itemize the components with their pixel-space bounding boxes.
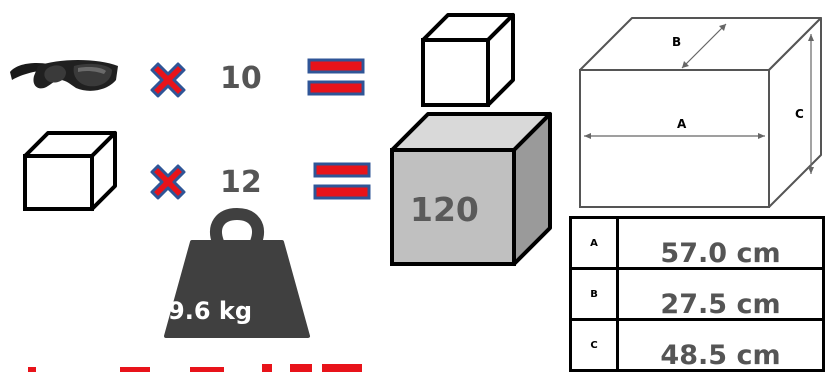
equals-icon <box>307 58 365 96</box>
multiplier-12: 12 <box>220 165 262 200</box>
small-box-icon <box>421 13 515 107</box>
dim-value: 57.0 cm <box>616 216 825 270</box>
box-dimensions-diagram: A B C <box>579 17 822 208</box>
dim-value: 48.5 cm <box>616 318 825 372</box>
dim-key: A <box>569 216 619 270</box>
dim-key: B <box>569 267 619 321</box>
multiply-icon <box>150 164 186 200</box>
dim-c-label: C <box>795 107 804 121</box>
multiplier-10: 10 <box>220 61 262 96</box>
dim-key: C <box>569 318 619 372</box>
table-row: C 48.5 cm <box>569 318 825 372</box>
multiply-icon <box>150 62 186 98</box>
dim-a-label: A <box>677 117 687 131</box>
weight-label: 9.6 kg <box>168 297 253 325</box>
dim-b-label: B <box>672 35 681 49</box>
table-row: A 57.0 cm <box>569 216 825 270</box>
large-box-icon <box>390 112 552 266</box>
dimensions-table: A 57.0 cm B 27.5 cm C 48.5 cm <box>569 216 825 372</box>
safety-goggles-icon <box>10 60 118 91</box>
equals-icon <box>313 162 371 200</box>
small-box-icon <box>23 131 117 211</box>
table-row: B 27.5 cm <box>569 267 825 321</box>
cropped-text-fragment <box>28 364 362 372</box>
weight-icon <box>164 208 310 338</box>
box-count-label: 120 <box>410 190 479 229</box>
dim-value: 27.5 cm <box>616 267 825 321</box>
